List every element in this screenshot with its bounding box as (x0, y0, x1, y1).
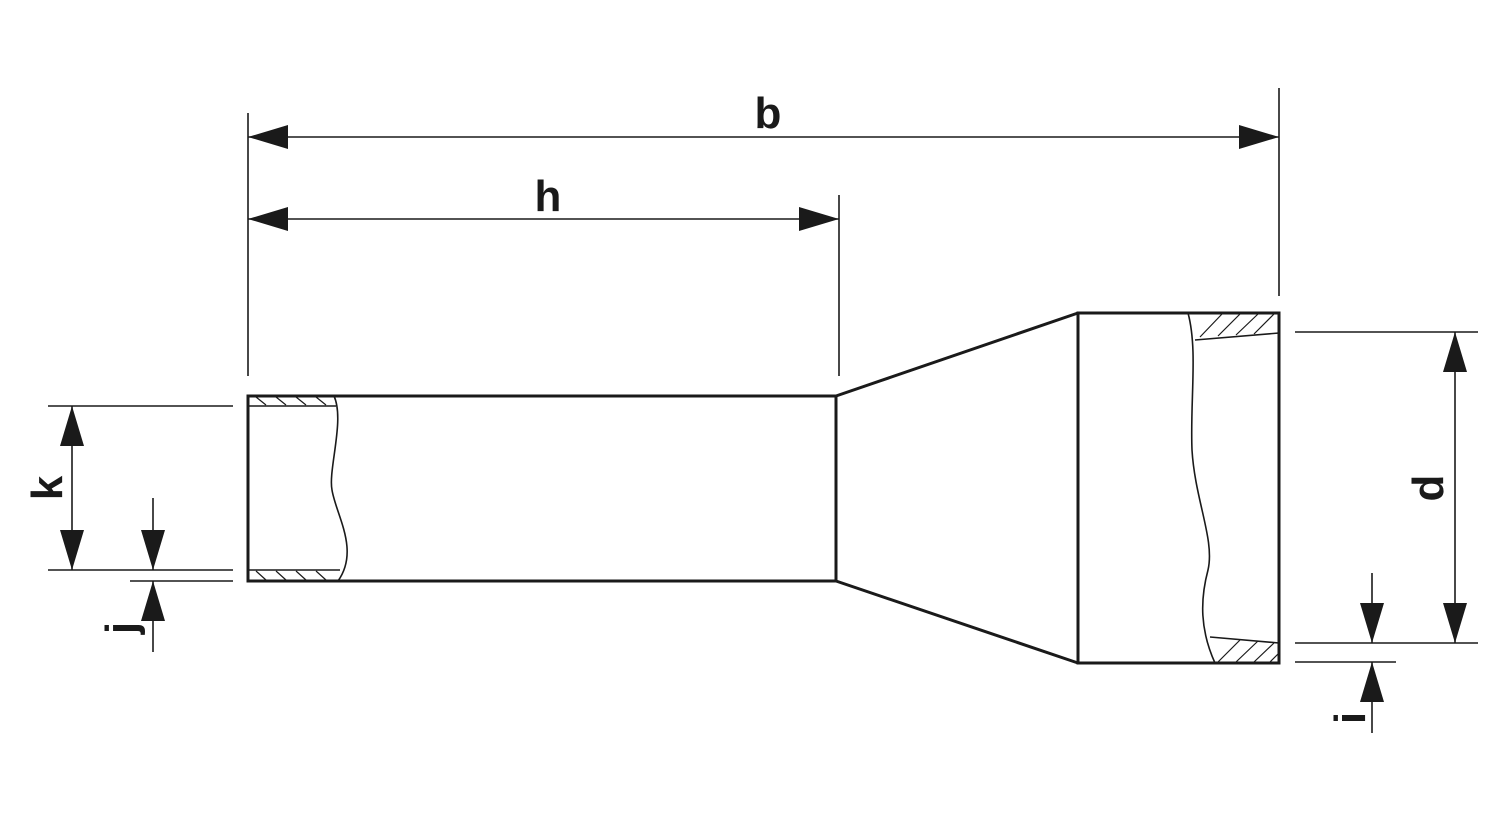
label-i: i (1326, 712, 1375, 724)
funnel-cone (835, 311, 1079, 665)
sleeve-hatching (255, 396, 327, 581)
dimension-i: i (1295, 573, 1396, 733)
label-h: h (535, 172, 562, 221)
dimension-d: d (1295, 331, 1478, 644)
label-b: b (755, 89, 782, 138)
collar-hatching (1199, 313, 1280, 663)
dimension-j: j (97, 498, 233, 652)
dimension-h: h (248, 172, 840, 376)
label-d: d (1404, 475, 1453, 502)
label-j: j (97, 622, 146, 635)
label-k: k (23, 475, 72, 500)
dimension-k: k (23, 405, 233, 571)
sleeve-body (246, 394, 838, 583)
dimension-b: b (247, 88, 1280, 376)
collar-body (1076, 311, 1281, 665)
